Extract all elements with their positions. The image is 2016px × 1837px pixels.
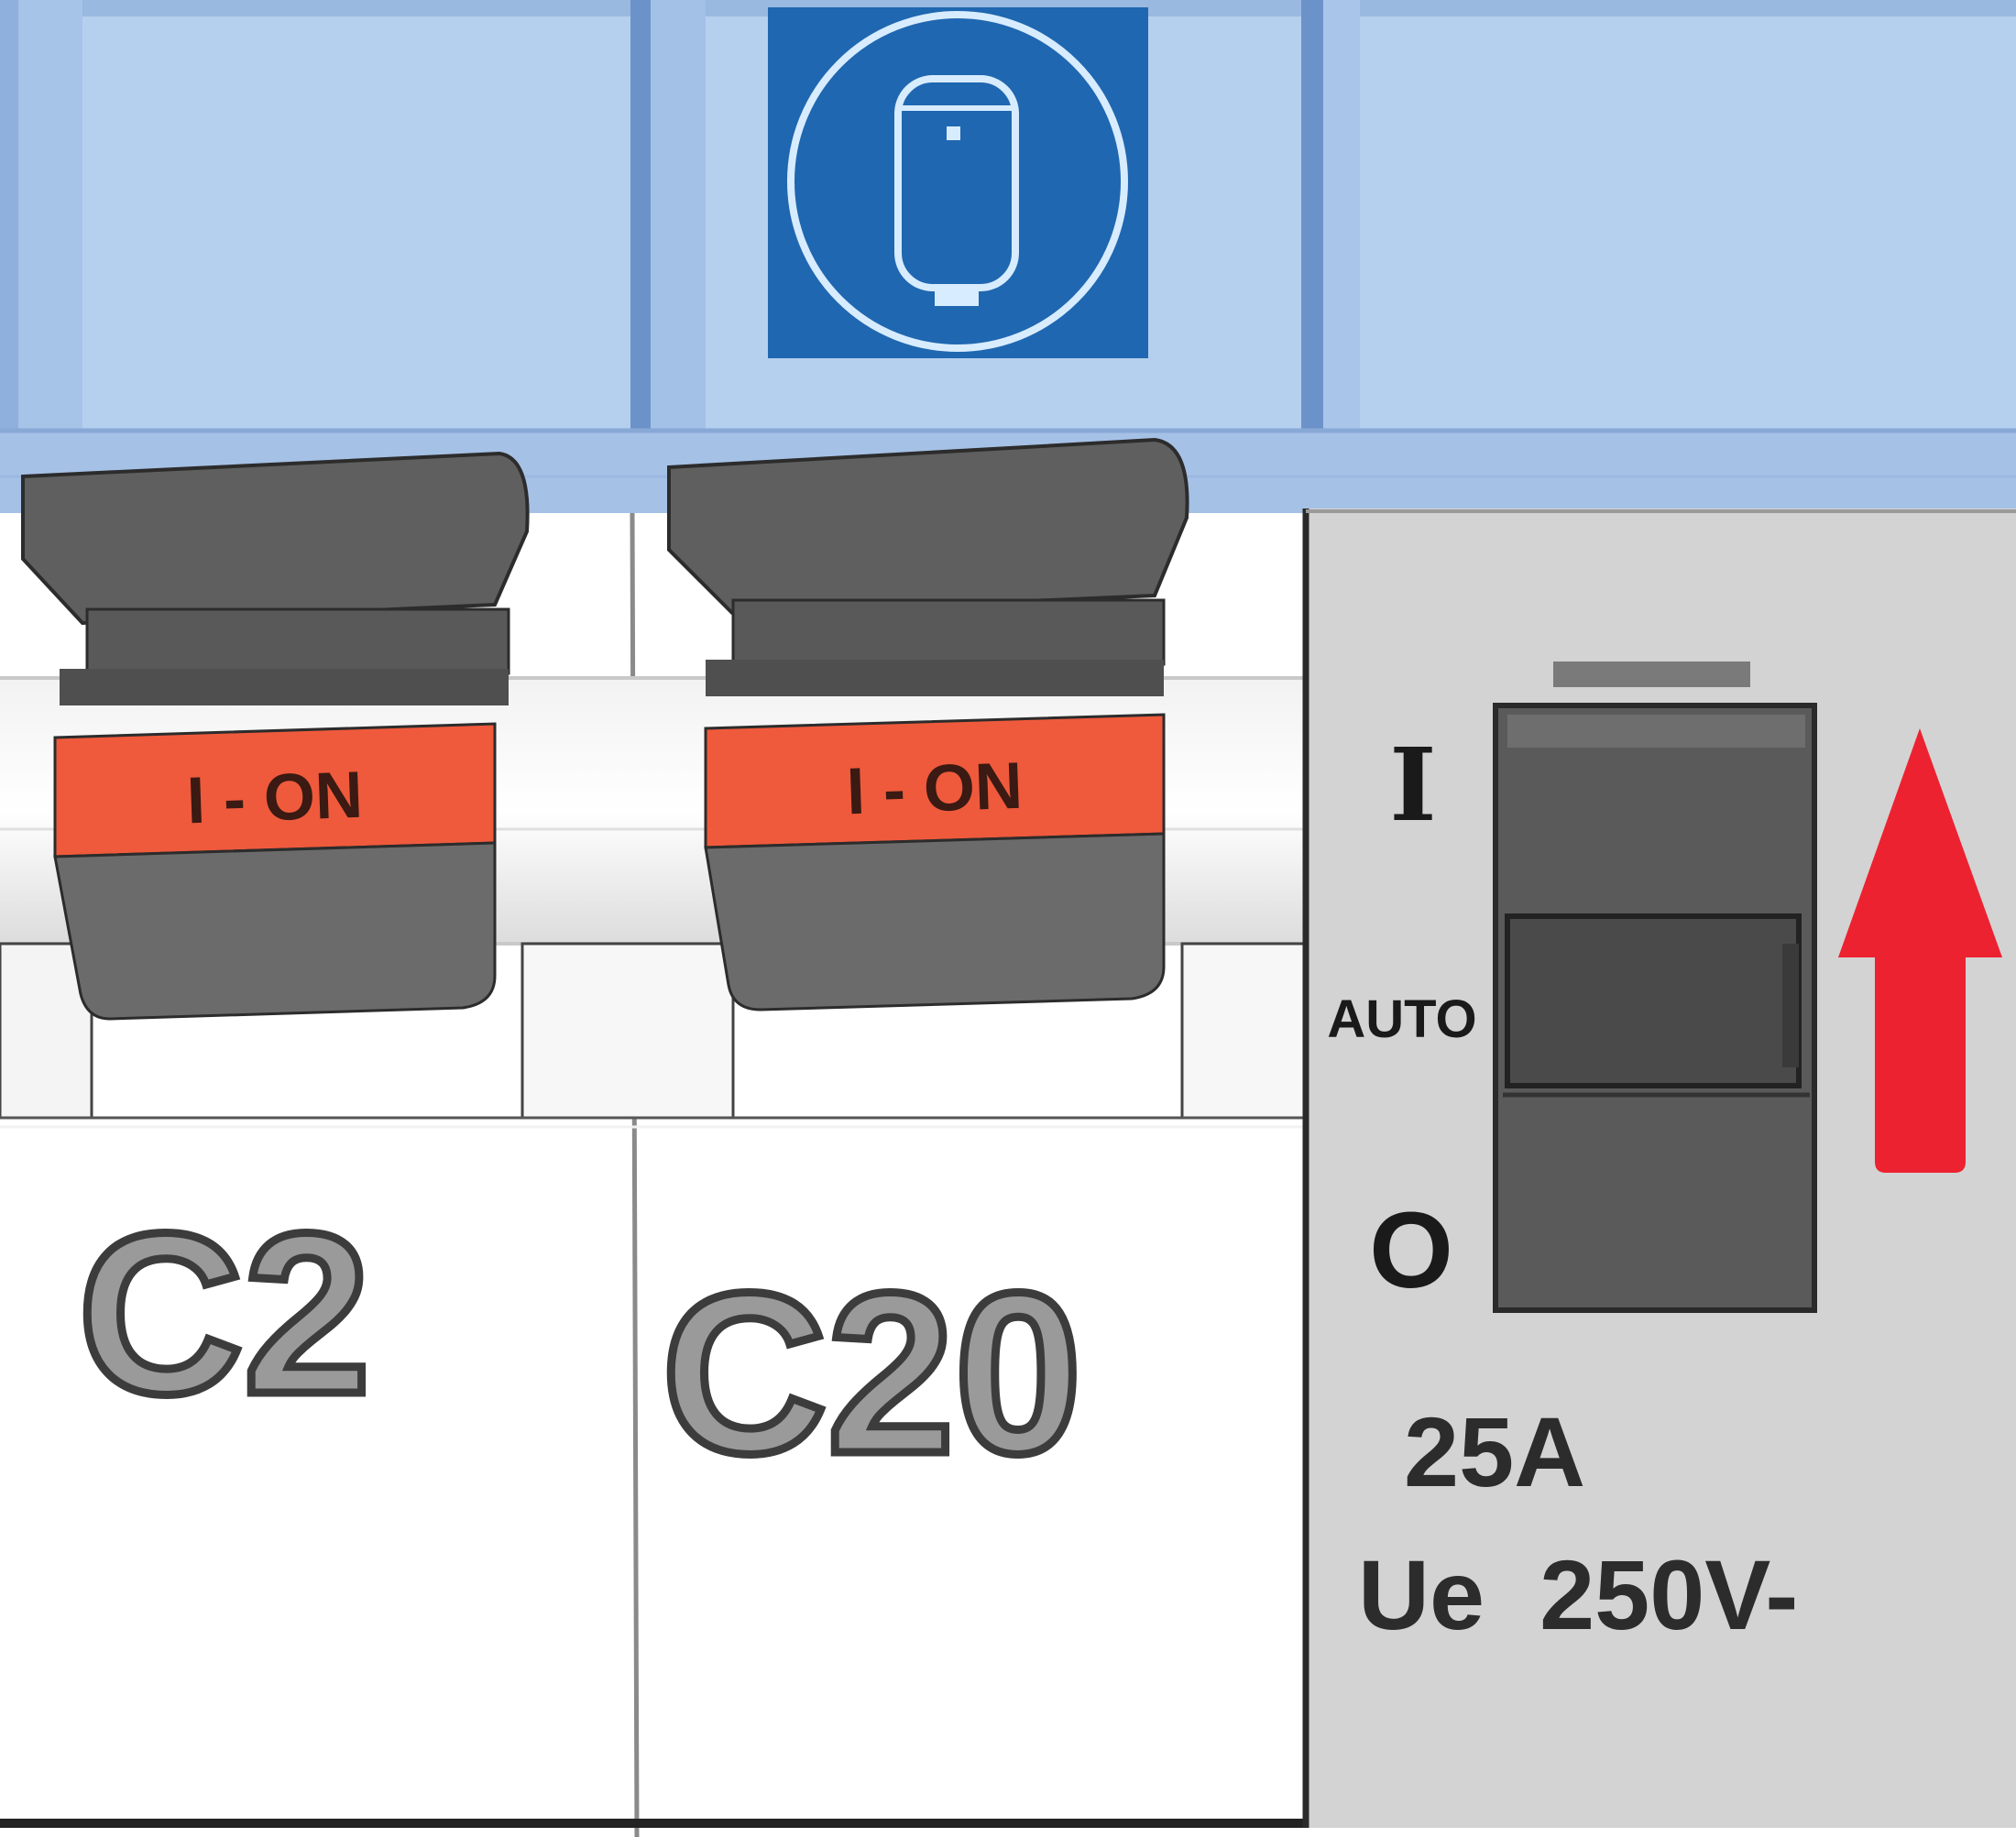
- main-switch-toggle[interactable]: [1493, 662, 1817, 1313]
- breaker-c20-switch-label: I - ON: [846, 749, 1024, 829]
- arrow-up-icon: [1838, 728, 2002, 1173]
- position-auto-label: AUTO: [1327, 990, 1476, 1049]
- breaker-c2-toggle[interactable]: I - ON: [21, 451, 530, 1021]
- position-off-label: O: [1369, 1190, 1453, 1311]
- water-heater-icon: [768, 7, 1148, 358]
- breaker-c2-switch-label: I - ON: [186, 759, 365, 838]
- breaker-c20-rating: C20: [662, 1245, 1082, 1501]
- breaker-c20-toggle[interactable]: I - ON: [667, 437, 1189, 1011]
- position-on-label: I: [1389, 726, 1436, 844]
- main-switch-current-rating: 25A: [1404, 1396, 1585, 1507]
- main-switch-voltage-rating: Ue 250V-: [1358, 1539, 1798, 1650]
- breaker-c2-rating: C2: [78, 1186, 371, 1441]
